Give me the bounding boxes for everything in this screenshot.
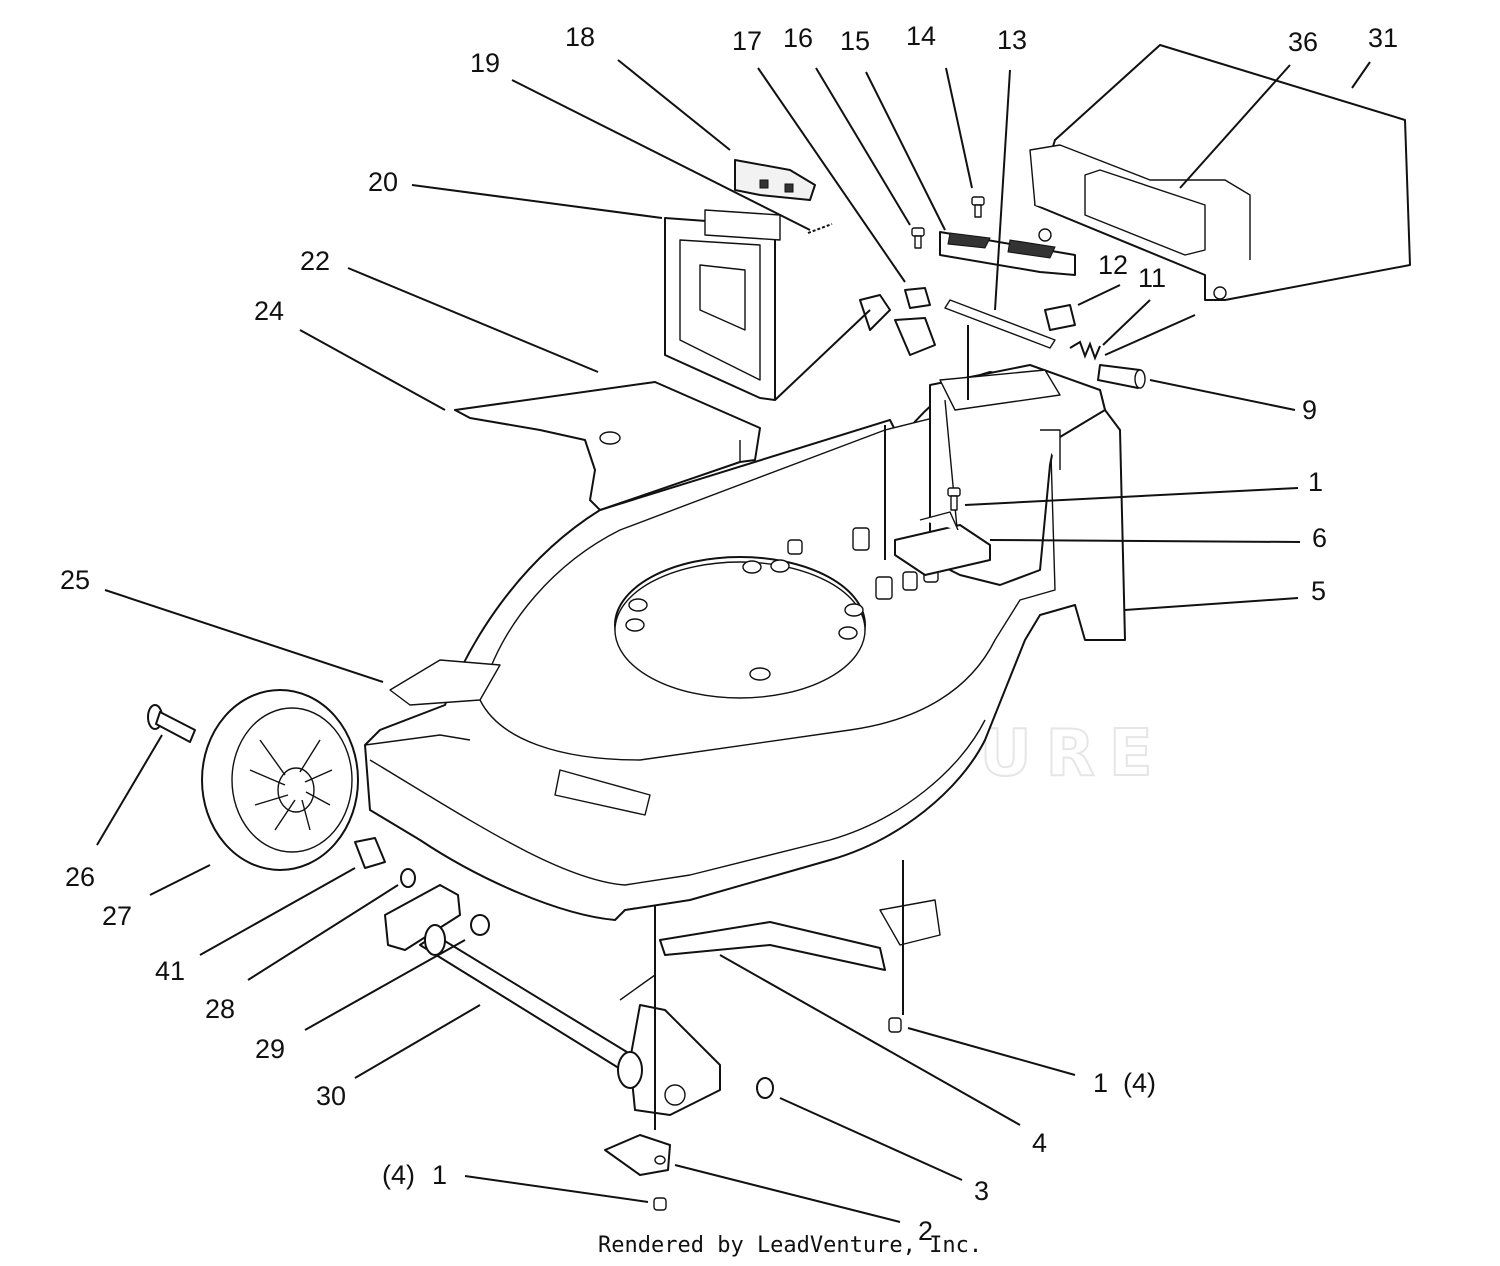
torsion-spring — [1069, 340, 1101, 361]
callout-12: 12 — [1098, 250, 1128, 280]
callout-4: 4 — [1032, 1128, 1047, 1158]
bolt-16 — [911, 227, 925, 249]
callout-9: 9 — [1302, 395, 1317, 425]
bolt-lower-right — [888, 1017, 902, 1033]
cable-bracket — [894, 511, 991, 576]
callout-5: 5 — [1311, 576, 1326, 606]
rear-skirt — [619, 899, 941, 1001]
hinge-plate — [939, 231, 1076, 276]
callout-29: 29 — [255, 1034, 285, 1064]
callout-30: 30 — [316, 1081, 346, 1111]
callout-11: 11 — [1138, 263, 1166, 293]
wheel-bolt — [147, 704, 196, 743]
callout-24: 24 — [254, 296, 284, 326]
callout-3: 3 — [974, 1176, 989, 1206]
callout-labels: 18 19 20 22 24 17 16 15 14 13 36 31 12 1… — [60, 21, 1398, 1246]
callout-6: 6 — [1312, 523, 1327, 553]
spacer — [354, 837, 386, 869]
callout-26: 26 — [65, 862, 95, 892]
leader-lines — [96, 59, 1371, 1223]
callout-1-lower-left: 1 — [432, 1160, 447, 1190]
callout-20: 20 — [368, 167, 398, 197]
callout-17: 17 — [732, 26, 762, 56]
rear-axle-assembly — [384, 884, 721, 1116]
bolt-lower-left — [653, 1197, 667, 1211]
footer-credit: Rendered by LeadVenture, Inc. — [598, 1233, 982, 1258]
mount-plate — [604, 1134, 671, 1176]
rod-9 — [1097, 364, 1146, 389]
callout-27: 27 — [102, 901, 132, 931]
bushing-12 — [1044, 304, 1076, 331]
mower-deck — [364, 364, 1126, 921]
spring — [807, 223, 833, 234]
callout-31: 31 — [1368, 23, 1398, 53]
rear-wheel — [201, 689, 359, 871]
washer-3 — [756, 1077, 774, 1099]
hinge-bracket — [859, 294, 936, 356]
callout-28: 28 — [205, 994, 235, 1024]
rear-baffle — [454, 381, 761, 511]
callout-qty-4-left: (4) — [382, 1160, 415, 1190]
rear-cover — [1029, 44, 1411, 301]
callout-36: 36 — [1288, 27, 1318, 57]
callout-18: 18 — [565, 22, 595, 52]
callout-22: 22 — [300, 246, 330, 276]
callout-qty-4-right: (4) — [1123, 1068, 1156, 1098]
alignment-lines — [654, 309, 1196, 1130]
discharge-door — [664, 209, 781, 401]
callout-41: 41 — [155, 956, 185, 986]
door-bracket — [734, 159, 816, 201]
callout-13: 13 — [997, 25, 1027, 55]
washer-28 — [400, 868, 416, 888]
callout-14: 14 — [906, 21, 936, 51]
callout-19: 19 — [470, 48, 500, 78]
callout-16: 16 — [783, 23, 813, 53]
callout-15: 15 — [840, 26, 870, 56]
callout-1-upper: 1 — [1308, 467, 1323, 497]
bolt-14 — [971, 196, 985, 218]
callout-2: 2 — [918, 1216, 933, 1246]
bolt-upper — [947, 487, 961, 511]
callout-25: 25 — [60, 565, 90, 595]
bushing-17 — [904, 287, 931, 309]
hinge-rod — [944, 299, 1056, 349]
callout-1-lower-right: 1 — [1093, 1068, 1108, 1098]
